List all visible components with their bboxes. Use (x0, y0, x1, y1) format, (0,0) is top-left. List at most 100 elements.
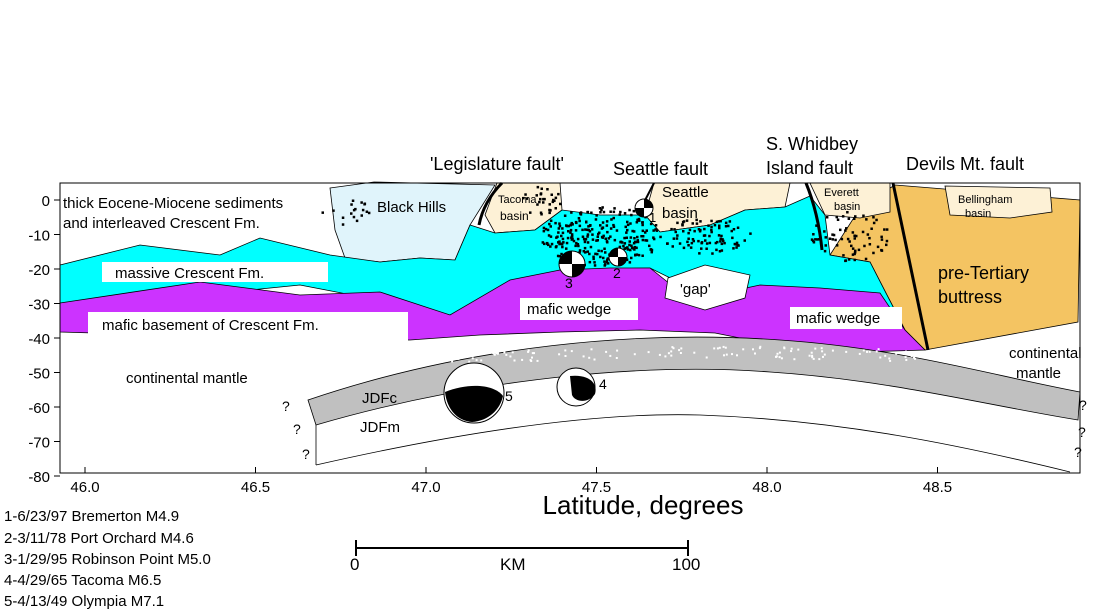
hypocenter-dot (560, 252, 563, 256)
plot-frame (59, 182, 1081, 474)
hypocenter-dot (634, 253, 637, 257)
hypocenter-dot (673, 228, 676, 231)
hypocenter-dot (720, 242, 724, 246)
depth-axis: 0-10-20-30-40-50-60-70-80 (28, 193, 60, 486)
slab-hypocenter-dot (742, 348, 745, 351)
slab-hypocenter-dot (759, 345, 762, 348)
hypocenter-dot (570, 236, 573, 239)
hypocenter-dot (602, 256, 605, 260)
lat-tick-label: 46.5 (241, 479, 270, 496)
hypocenter-dot (626, 223, 630, 227)
depth-tick-label: -30 (28, 297, 50, 314)
hypocenter-dot (846, 211, 849, 214)
hypocenter-dot (815, 224, 818, 227)
hypocenter-dot (576, 243, 580, 246)
hypocenter-dot (735, 246, 738, 249)
hypocenter-dot (708, 241, 712, 245)
jdfm-label: JDFm (360, 419, 400, 436)
hypocenter-dot (596, 235, 599, 238)
hypocenter-dot (623, 247, 626, 250)
hypocenter-dot (630, 213, 633, 217)
hypocenter-dot (596, 239, 599, 242)
hypocenter-dot (628, 243, 631, 247)
slab-hypocenter-dot (725, 353, 728, 356)
hypocenter-dot (640, 235, 643, 238)
hypocenter-dot (574, 220, 578, 224)
hypocenter-dot (594, 252, 597, 256)
hypocenter-dot (676, 221, 679, 225)
slab-hypocenter-dot (467, 352, 470, 355)
slab-hypocenter-dot (536, 359, 539, 362)
slab-hypocenter-dot (593, 358, 596, 361)
slab-hypocenter-dot (904, 351, 907, 354)
slab-hypocenter-dot (527, 350, 530, 353)
slab-hypocenter-dot (790, 347, 793, 350)
slab-hypocenter-dot (564, 349, 567, 352)
slab-hypocenter-dot (451, 360, 454, 363)
hypocenter-dot (719, 237, 722, 241)
slab-hypocenter-dot (615, 357, 618, 359)
lat-tick-label: 48.0 (752, 479, 781, 496)
pre-tertiary-label-line1: pre-Tertiary (938, 263, 1029, 283)
depth-tick-label: -40 (28, 331, 50, 348)
hypocenter-dot (637, 217, 641, 221)
hypocenter-dot (875, 218, 878, 222)
slab-hypocenter-dot (731, 353, 733, 356)
hypocenter-dot (610, 218, 613, 221)
hypocenter-dot (361, 208, 365, 212)
hypocenter-dot (321, 211, 324, 214)
slab-hypocenter-dot (758, 347, 761, 350)
hypocenter-dot (630, 246, 634, 249)
hypocenter-dot (676, 234, 679, 237)
hypocenter-dot (561, 245, 564, 249)
slab-hypocenter-dot (895, 352, 898, 355)
hypocenter-dot (577, 217, 581, 220)
hypocenter-dot (565, 224, 568, 227)
hypocenter-dot (602, 234, 605, 238)
hypocenter-dot (341, 216, 345, 219)
hypocenter-dot (565, 241, 569, 245)
hypocenter-dot (609, 210, 612, 213)
slab-hypocenter-dot (509, 355, 512, 358)
hypocenter-dot (352, 208, 356, 212)
hypocenter-dot (734, 243, 738, 246)
hypocenter-dot (547, 243, 550, 247)
hypocenter-dot (541, 241, 545, 244)
hypocenter-dot (586, 235, 589, 238)
hypocenter-dot (558, 242, 561, 246)
hypocenter-dot (598, 207, 602, 210)
hypocenter-dot (603, 247, 606, 250)
hypocenter-dot (586, 241, 590, 244)
scale-bar: 0 KM 100 (350, 540, 700, 574)
hypocenter-dot (812, 233, 815, 236)
hypocenter-dot (710, 219, 713, 223)
slab-hypocenter-dot (658, 353, 661, 356)
hypocenter-dot (853, 251, 857, 254)
hypocenter-dot (566, 236, 570, 240)
hypocenter-dot (556, 235, 559, 238)
hypocenter-dot (831, 238, 834, 241)
hypocenter-dot (649, 248, 653, 251)
hypocenter-dot (681, 223, 684, 226)
hypocenter-dot (868, 243, 872, 246)
slab-hypocenter-dot (884, 354, 887, 357)
slab-hypocenter-dot (705, 356, 708, 359)
hypocenter-dot (674, 230, 677, 234)
hypocenter-dot (612, 225, 616, 228)
hypocenter-dot (710, 230, 713, 234)
hypocenter-dot (549, 225, 552, 228)
hypocenter-dot (675, 237, 679, 240)
hypocenter-dot (588, 260, 592, 264)
hypocenter-dot (588, 252, 591, 256)
hypocenter-dot (868, 236, 871, 240)
earthquake-legend: 1-6/23/97 Bremerton M4.9 2-3/11/78 Port … (4, 508, 211, 610)
hypocenter-dot (623, 236, 626, 240)
hypocenter-dot (715, 248, 718, 252)
hypocenter-dot (853, 252, 856, 256)
slab-hypocenter-dot (672, 347, 675, 350)
hypocenter-dot (847, 217, 851, 220)
slab-hypocenter-dot (531, 356, 533, 359)
hypocenter-dot (659, 235, 662, 239)
depth-tick-label: -20 (28, 262, 50, 279)
focal-mechanism-3 (558, 250, 586, 278)
